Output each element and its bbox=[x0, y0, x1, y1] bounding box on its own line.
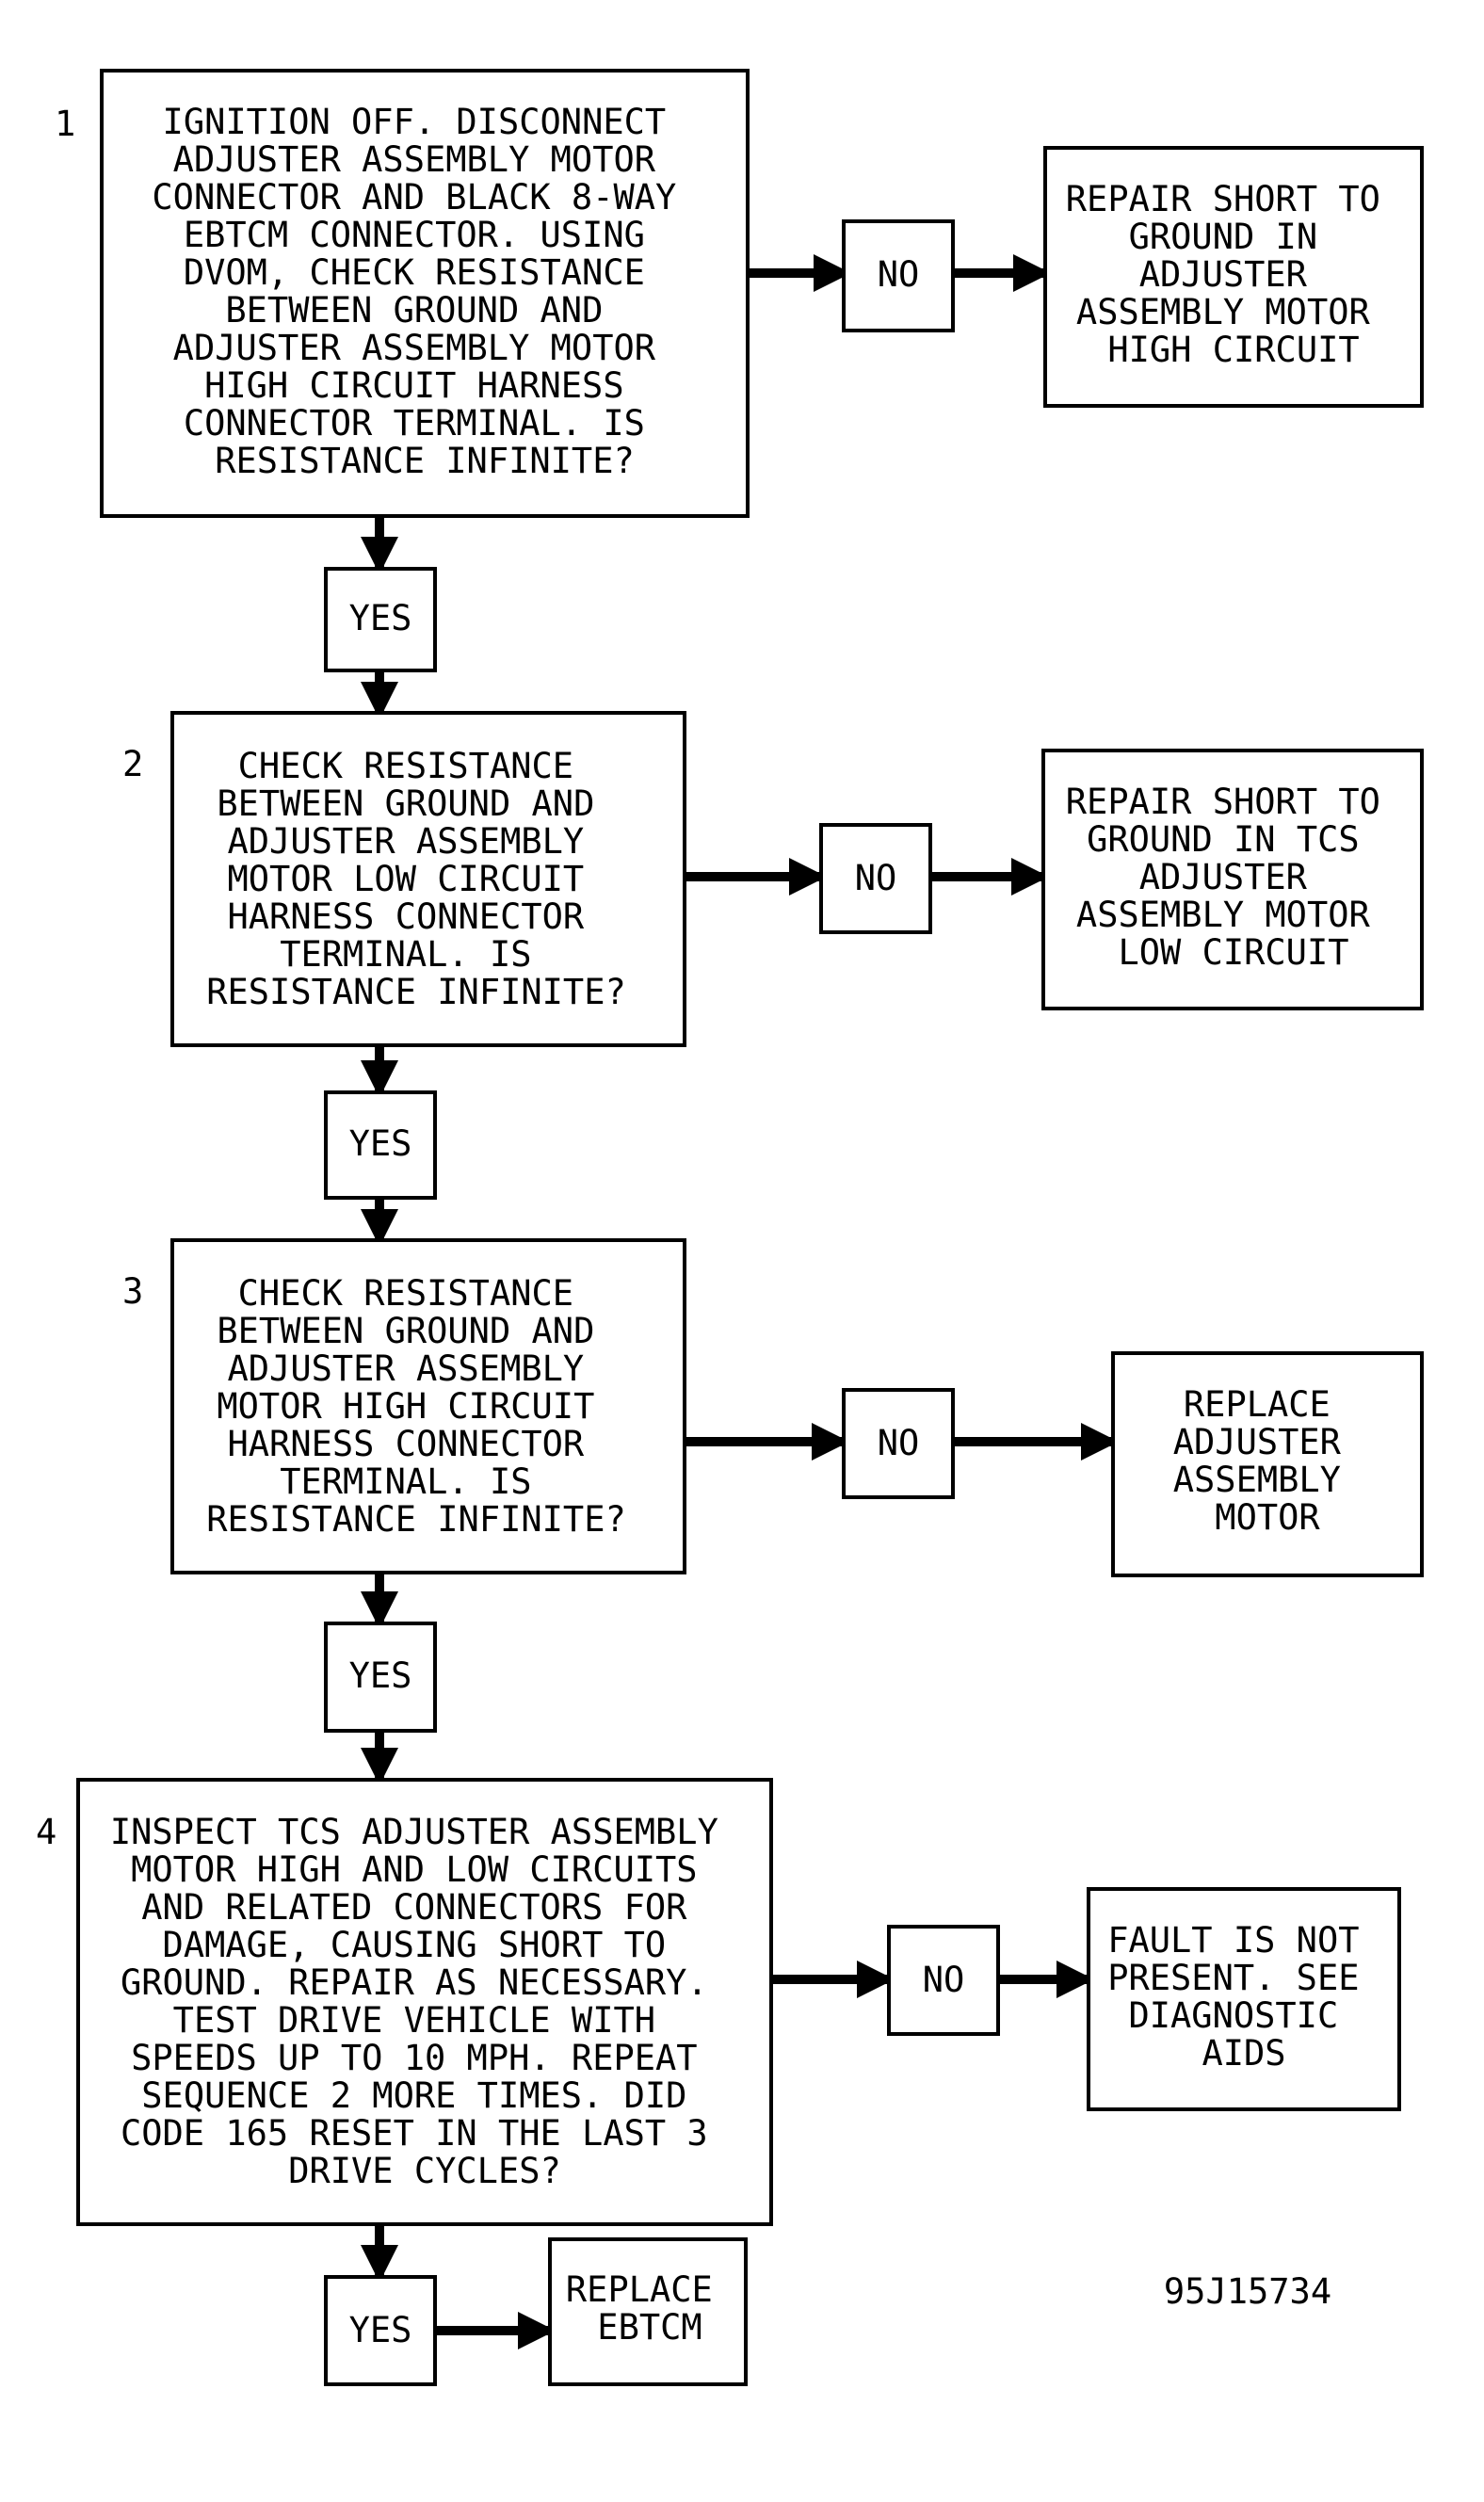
step-4-yes-label: YES bbox=[349, 2310, 412, 2350]
step-1-yes-box bbox=[324, 567, 437, 672]
step-4-no-action-box bbox=[1087, 1887, 1401, 2111]
step-4: 4 INSPECT TCS ADJUSTER ASSEMBLY MOTOR HI… bbox=[36, 1778, 1401, 2386]
step-2-no-action: REPAIR SHORT TO GROUND IN TCS ADJUSTER A… bbox=[1066, 782, 1401, 973]
step-4-no-box bbox=[887, 1925, 1000, 2036]
step-2-no-box bbox=[819, 823, 932, 934]
step-1-question: IGNITION OFF. DISCONNECT ADJUSTER ASSEMB… bbox=[152, 102, 697, 481]
step-4-no-label: NO bbox=[923, 1960, 965, 2000]
step-3-yes-box bbox=[324, 1622, 437, 1733]
step-1: 1 IGNITION OFF. DISCONNECT ADJUSTER ASSE… bbox=[55, 69, 1424, 719]
step-1-number: 1 bbox=[55, 104, 75, 144]
step-2-no-action-box bbox=[1041, 749, 1424, 1010]
step-2-yes-label: YES bbox=[349, 1123, 412, 1164]
step-3-no-box bbox=[842, 1388, 955, 1499]
step-4-yes-box bbox=[324, 2275, 437, 2386]
step-4-yes-action: REPLACE EBTCM bbox=[566, 2269, 734, 2348]
step-3-no-label: NO bbox=[878, 1423, 920, 1463]
step-1-no-label: NO bbox=[878, 254, 920, 295]
step-3-question-box bbox=[170, 1238, 686, 1574]
step-2-no-label: NO bbox=[855, 858, 897, 898]
step-4-question: INSPECT TCS ADJUSTER ASSEMBLY MOTOR HIGH… bbox=[110, 1812, 739, 2191]
step-3-no-action: REPLACE ADJUSTER ASSEMBLY MOTOR bbox=[1173, 1384, 1363, 1538]
step-2-question: CHECK RESISTANCE BETWEEN GROUND AND ADJU… bbox=[206, 746, 626, 1012]
step-4-number: 4 bbox=[36, 1812, 56, 1852]
step-1-question-box bbox=[100, 69, 750, 518]
step-4-question-box bbox=[76, 1778, 773, 2226]
step-1-no-box bbox=[842, 219, 955, 332]
step-3: 3 CHECK RESISTANCE BETWEEN GROUND AND AD… bbox=[122, 1238, 1424, 1785]
figure-id: 95J15734 bbox=[1164, 2271, 1331, 2312]
step-4-no-action: FAULT IS NOT PRESENT. SEE DIAGNOSTIC AID… bbox=[1107, 1920, 1380, 2074]
step-2-number: 2 bbox=[122, 744, 143, 784]
step-2-yes-box bbox=[324, 1090, 437, 1200]
step-2: 2 CHECK RESISTANCE BETWEEN GROUND AND AD… bbox=[122, 711, 1424, 1247]
step-3-question: CHECK RESISTANCE BETWEEN GROUND AND ADJU… bbox=[206, 1273, 626, 1540]
step-1-yes-label: YES bbox=[349, 598, 412, 638]
step-3-yes-label: YES bbox=[349, 1655, 412, 1696]
step-3-number: 3 bbox=[122, 1271, 143, 1312]
step-1-no-action: REPAIR SHORT TO GROUND IN ADJUSTER ASSEM… bbox=[1066, 179, 1401, 370]
step-1-no-action-box bbox=[1043, 146, 1424, 408]
step-3-no-action-box bbox=[1111, 1351, 1424, 1577]
step-4-yes-action-box bbox=[548, 2237, 748, 2386]
step-2-question-box bbox=[170, 711, 686, 1047]
